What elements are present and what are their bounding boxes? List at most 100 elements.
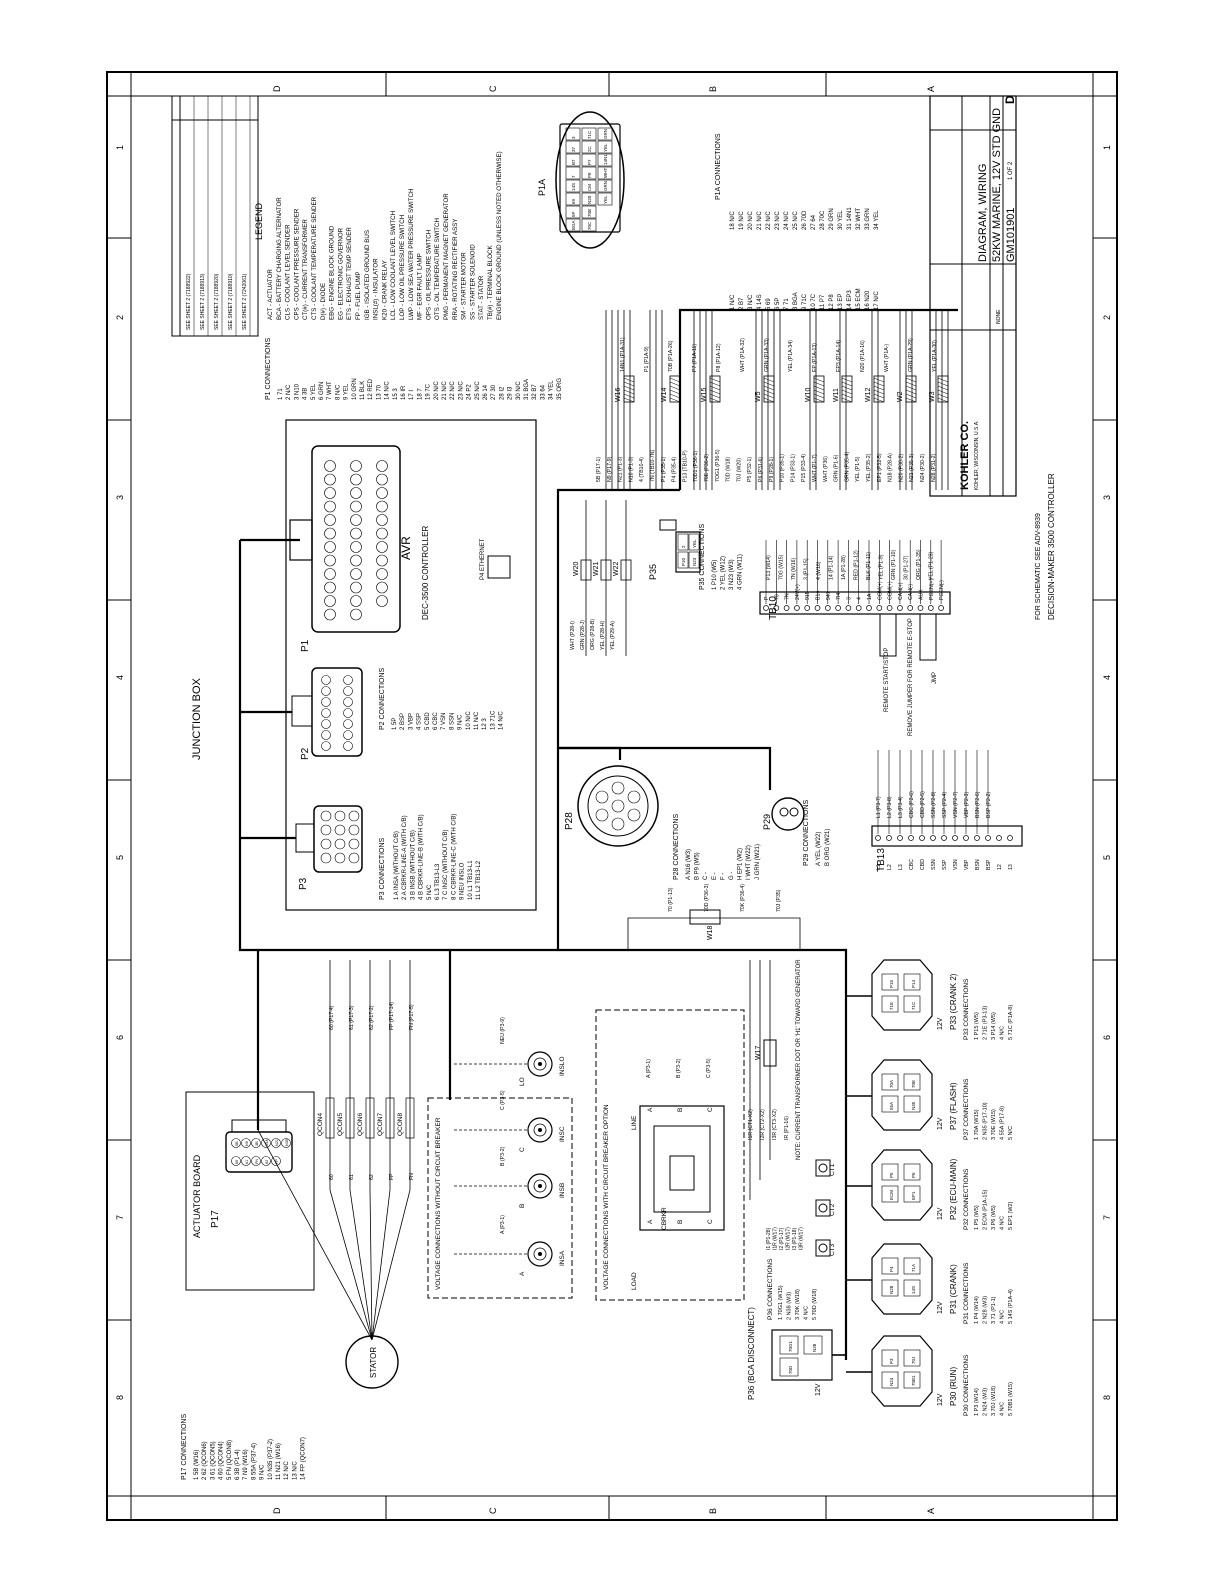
p1a-pin: 8 BGA xyxy=(793,292,799,310)
p30-cavity: 70J xyxy=(911,1357,916,1364)
p1-pin: 7 WHT xyxy=(327,381,333,400)
p1a-cavity: WHT xyxy=(603,168,608,178)
harness-label: W22 xyxy=(613,562,620,577)
harness-wire-right: P7 (P1A-11) xyxy=(692,344,698,372)
p1-pin: 25 N/C xyxy=(475,381,481,400)
p28-pin: H EP1 (W2) xyxy=(738,848,744,880)
breaker-without-label: VOLTAGE CONNECTIONS WITHOUT CIRCUIT BREA… xyxy=(435,1117,442,1290)
border-col-label: 5 xyxy=(1102,855,1112,860)
legend-item: MF - EGR FAULT LAMP xyxy=(417,253,424,320)
p1-pin: 17 I xyxy=(409,390,415,400)
tb10-terminal: 7I4 xyxy=(836,593,842,600)
breaker-wire: A (P3-1) xyxy=(646,1059,652,1078)
tb10-wire: GRN (P1-10) xyxy=(891,549,897,580)
ct-wire: I3 (P1-18) xyxy=(792,1227,798,1250)
harness-wire-left: YEL (P35-2) xyxy=(866,453,872,482)
p1-pin: 4 3B xyxy=(303,388,309,400)
p29-connector: P29 xyxy=(762,797,805,831)
p32-pin: 3 P6 (W5) xyxy=(991,1205,997,1230)
p1a-pin: 26 70D xyxy=(802,210,808,230)
tb13-wire: BSN (P2-6) xyxy=(975,791,981,818)
border-row-label: B xyxy=(708,86,718,92)
avr-label: AVR xyxy=(399,536,413,560)
ct-wire: I2R (W17) xyxy=(786,1227,792,1250)
p1a-pin: 27 64 xyxy=(811,214,817,230)
p2-pin: 11 N/C xyxy=(474,711,480,730)
main-harness xyxy=(238,308,958,1360)
tb10-terminal: P xyxy=(764,596,770,600)
p17-cavity: 3B xyxy=(255,1141,259,1146)
breaker-phase: A xyxy=(647,1219,654,1224)
harness-wire-w20: ORG (P28-B) xyxy=(590,619,596,650)
p1a-pin: 31 14N1 xyxy=(847,207,853,230)
p1a-pin: 14 EP3 xyxy=(847,290,853,310)
p36-pin: 2 N38 (W3) xyxy=(787,1292,793,1320)
tb10-terminal: 24V(+) xyxy=(795,584,801,600)
p31-label: P31 (CRANK) xyxy=(949,1264,958,1314)
remote-start-label: REMOTE START/STOP xyxy=(884,648,890,712)
p1-pin: 31 BGA xyxy=(524,379,530,400)
breaker-load: LOAD xyxy=(631,1272,638,1290)
harness-label: W15 xyxy=(701,388,708,403)
harness-wire-right: EP3 (P1A-14) xyxy=(836,340,842,372)
p33-pin: 4 N/C xyxy=(1000,1026,1006,1040)
tb10-wire: 70G (W15) xyxy=(779,554,785,580)
twelve-volt-label: 12V xyxy=(937,1207,944,1220)
p3-pin: 7 C INSC (WITHOUT C/B) xyxy=(443,829,449,900)
tb10-terminal: 3 xyxy=(846,597,852,600)
p31-title: P31 CONNECTIONS xyxy=(963,1262,970,1324)
w18-wire: 70K (P36-4) xyxy=(740,884,746,912)
tb13-terminal: BSN xyxy=(975,859,981,870)
tb10-label: TB10 xyxy=(768,596,779,620)
p36-label: P36 (BCA DISCONNECT) xyxy=(747,1307,756,1400)
p1a-pin: 10 7C xyxy=(811,293,817,310)
p1a-pin: 24 N/C xyxy=(784,211,790,230)
tb-size: D xyxy=(1003,95,1017,104)
p3-pin: 11 L2 TB13-L2 xyxy=(476,860,482,900)
insulator-wire: C (P3-5) xyxy=(500,1090,506,1110)
p1a-cavity: 14S xyxy=(571,183,576,191)
p32-cavity: P6 xyxy=(911,1172,916,1178)
w18-wire: 70 (P1-13) xyxy=(668,887,674,912)
stator-wire: FN xyxy=(409,1173,415,1180)
p1-pin: 2 N/C xyxy=(286,384,292,400)
p1a-cavity: P8 xyxy=(587,172,592,178)
p36-cavity: N38 xyxy=(812,1343,817,1352)
p30-pin: 1 P3 (W14) xyxy=(974,1388,980,1416)
harness-label: W12 xyxy=(865,388,872,403)
tb13-wire: L2 (P3-8) xyxy=(887,796,893,818)
harness-wire-right: P8 (P1A-12) xyxy=(716,343,722,372)
tb-city: KOHLER, WISCONSIN, U.S.A. xyxy=(974,421,980,490)
w18-wire: 70D (P36-3) xyxy=(704,883,710,912)
tb10-terminal: 1A xyxy=(867,593,873,600)
p36-pin: 1 70G1 (W15) xyxy=(778,1285,784,1320)
insulator-wire: B (P3-2) xyxy=(500,1146,506,1166)
p2-pin: 10 N/C xyxy=(466,711,472,730)
p1a-pin: 4 14S xyxy=(757,294,763,310)
p29-pin: A YEL (W22) xyxy=(816,832,822,866)
p2-pin: 3 VBP xyxy=(408,713,414,730)
p1-title: P1 CONNECTIONS xyxy=(265,337,272,400)
p36-cavity: 70G1 xyxy=(788,1340,793,1352)
p2-pin: 5 CBD xyxy=(425,712,431,730)
p3-pin: 1 A INSA (WITHOUT C/B) xyxy=(394,831,400,900)
harness-wire-left: N9 (P17-9) xyxy=(607,456,613,482)
legend-item: ETS - EXHAUST TEMP SENDER xyxy=(346,227,353,320)
p31-pin: 5 14S (P1A-4) xyxy=(1008,1289,1014,1324)
p3-title: P3 CONNECTIONS xyxy=(379,837,386,900)
tb-sheet: 1 OF 2 xyxy=(1008,161,1014,180)
legend-item: ENGINE BLOCK GROUND (UNLESS NOTED OTHERW… xyxy=(496,151,503,320)
twelve-volt-label: 12V xyxy=(937,1393,944,1406)
breaker-phase: C xyxy=(707,1107,714,1112)
revision-entry: SEE SHEET 2 (7188913) xyxy=(200,273,206,330)
harness-wire-right: EP (P1A-13) xyxy=(812,343,818,372)
legend-item: STAT - STATOR xyxy=(478,275,485,320)
p17-pin: 14 FP (QCON7) xyxy=(301,1437,307,1480)
p1a-pin: 12 P8 xyxy=(829,294,835,310)
p36-pin: 3 70K (W18) xyxy=(795,1289,801,1320)
qcon-label: QCON5 xyxy=(337,1113,344,1137)
p37-pin: 1 70A (W15) xyxy=(974,1109,980,1140)
border-col-label: 3 xyxy=(1102,495,1112,500)
